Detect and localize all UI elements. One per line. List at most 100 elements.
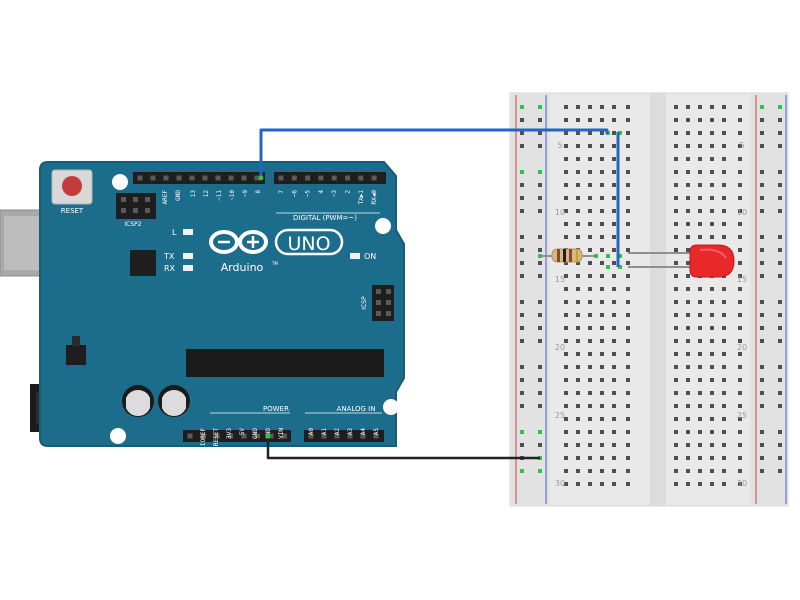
header-hole[interactable]: [163, 175, 169, 181]
breadboard-hole: [722, 339, 726, 343]
breadboard-hole: [710, 131, 714, 135]
pin-label: 3V3: [226, 428, 233, 439]
header-hole[interactable]: [334, 433, 340, 439]
breadboard-hole: [738, 157, 742, 161]
breadboard-hole-active: [618, 254, 622, 258]
breadboard-hole: [698, 404, 702, 408]
header-hole[interactable]: [331, 175, 337, 181]
breadboard-hole: [674, 118, 678, 122]
header-hole[interactable]: [321, 433, 327, 439]
breadboard-hole: [612, 326, 616, 330]
header-hole[interactable]: [150, 175, 156, 181]
breadboard-hole: [576, 300, 580, 304]
breadboard-hole: [674, 105, 678, 109]
header-hole[interactable]: [241, 175, 247, 181]
breadboard-hole: [710, 222, 714, 226]
header-hole[interactable]: [228, 433, 233, 439]
breadboard-hole: [600, 378, 604, 382]
breadboard-hole: [674, 144, 678, 148]
breadboard-hole: [520, 339, 524, 343]
breadboard-hole: [520, 105, 524, 109]
breadboard-hole: [538, 326, 542, 330]
breadboard-hole: [626, 469, 630, 473]
header-hole[interactable]: [345, 175, 350, 181]
breadboard-hole: [612, 443, 616, 447]
header-hole[interactable]: [228, 175, 234, 181]
breadboard-hole: [600, 170, 604, 174]
header-hole[interactable]: [189, 175, 195, 181]
breadboard-hole: [600, 482, 604, 486]
breadboard-hole: [626, 183, 630, 187]
breadboard-hole: [738, 469, 742, 473]
icsp2-pin: [121, 208, 126, 213]
breadboard-hole: [520, 404, 524, 408]
header-hole[interactable]: [202, 175, 208, 181]
breadboard-hole: [600, 443, 604, 447]
header-hole[interactable]: [373, 433, 379, 439]
breadboard-hole: [612, 105, 616, 109]
breadboard-hole: [626, 235, 630, 239]
header-hole[interactable]: [176, 175, 182, 181]
pin-label: A1: [321, 428, 328, 436]
header-hole[interactable]: [255, 433, 260, 439]
digital-label: DIGITAL (PWM=~): [293, 214, 357, 222]
header-hole[interactable]: [371, 175, 377, 181]
breadboard-hole: [588, 105, 592, 109]
breadboard-hole-active: [594, 254, 598, 258]
breadboard-hole: [588, 352, 592, 356]
breadboard-hole: [722, 131, 726, 135]
header-hole[interactable]: [254, 175, 260, 181]
breadboard-hole: [686, 144, 690, 148]
header-hole[interactable]: [278, 175, 284, 181]
header-hole[interactable]: [305, 175, 311, 181]
led-on: [350, 253, 360, 259]
pin-label: A0: [308, 428, 315, 436]
header-hole[interactable]: [282, 433, 287, 439]
breadboard-hole: [698, 339, 702, 343]
row-number: 10: [737, 208, 747, 217]
breadboard-hole: [674, 456, 678, 460]
breadboard-hole: [760, 170, 764, 174]
header-hole[interactable]: [201, 433, 206, 439]
header-hole[interactable]: [241, 433, 247, 439]
header-hole[interactable]: [291, 175, 297, 181]
breadboard-hole: [738, 352, 742, 356]
breadboard-hole: [722, 300, 726, 304]
breadboard-hole: [710, 417, 714, 421]
header-hole[interactable]: [214, 433, 220, 439]
breadboard-hole: [686, 183, 690, 187]
breadboard-hole: [674, 482, 678, 486]
header-hole[interactable]: [268, 433, 274, 439]
breadboard-hole: [760, 456, 764, 460]
breadboard-hole: [698, 118, 702, 122]
breadboard-hole: [778, 300, 782, 304]
breadboard-hole: [626, 404, 630, 408]
breadboard-hole: [760, 326, 764, 330]
wires: [258, 128, 620, 460]
header-hole[interactable]: [308, 433, 314, 439]
header-hole[interactable]: [137, 175, 143, 181]
breadboard-hole: [698, 313, 702, 317]
digital-header-right: [274, 172, 386, 184]
breadboard-hole: [612, 391, 616, 395]
reset-button-cap[interactable]: [62, 176, 82, 196]
header-hole[interactable]: [215, 175, 221, 181]
breadboard-hole: [538, 235, 542, 239]
header-hole[interactable]: [360, 433, 366, 439]
header-hole[interactable]: [318, 175, 324, 181]
header-hole[interactable]: [358, 175, 364, 181]
breadboard-hole: [588, 274, 592, 278]
breadboard-hole: [576, 105, 580, 109]
header-hole[interactable]: [347, 433, 353, 439]
breadboard-hole: [588, 170, 592, 174]
breadboard-hole: [576, 235, 580, 239]
breadboard-hole: [612, 274, 616, 278]
breadboard-hole: [600, 469, 604, 473]
breadboard-hole: [538, 105, 542, 109]
breadboard-hole: [626, 391, 630, 395]
breadboard-hole: [778, 183, 782, 187]
header-hole[interactable]: [187, 433, 193, 439]
breadboard-hole: [778, 248, 782, 252]
breadboard-hole: [674, 131, 678, 135]
breadboard-hole: [778, 326, 782, 330]
